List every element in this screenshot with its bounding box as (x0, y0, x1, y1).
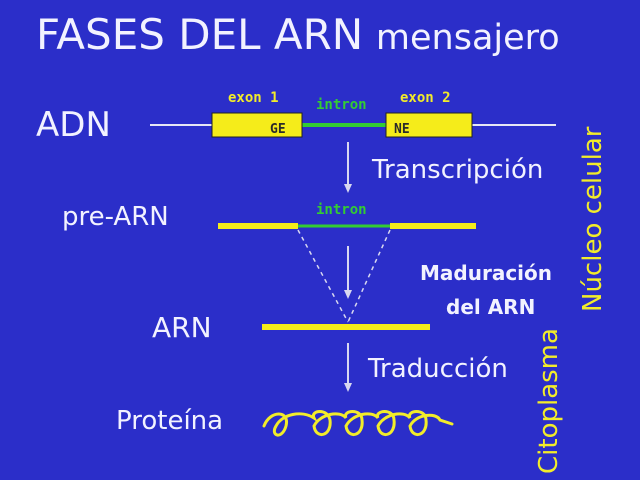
label-intron-dna: intron (316, 97, 367, 113)
maturation-arrow-head (344, 290, 352, 299)
splice-dash-right (347, 229, 391, 323)
label-exon1: exon 1 (228, 90, 279, 106)
exon2-box-text: NE (394, 122, 410, 137)
label-pre-arn: pre-ARN (62, 202, 169, 232)
label-intron-pre-arn: intron (316, 202, 367, 218)
label-transcripcion: Transcripción (372, 155, 544, 185)
label-citoplasma: Citoplasma (534, 328, 564, 474)
label-proteina: Proteína (116, 406, 224, 436)
label-maduracion-line1: Maduración (420, 261, 553, 285)
transcription-arrow-head (344, 184, 352, 193)
translation-arrow-head (344, 383, 352, 392)
title-suffix: mensajero (375, 18, 560, 58)
exon1-box (211, 112, 303, 138)
exon2-box (385, 112, 473, 138)
splice-dash-left (297, 229, 349, 323)
label-adn: ADN (36, 105, 111, 145)
label-exon2: exon 2 (400, 90, 451, 106)
label-maduracion-line2: del ARN (446, 295, 536, 319)
label-nucleo-celular: Núcleo celular (578, 126, 608, 312)
label-arn: ARN (152, 311, 212, 344)
exon1-box-text: GE (270, 122, 286, 137)
label-traduccion: Traducción (368, 354, 508, 384)
title-main: FASES DEL ARN (36, 10, 364, 59)
page-title: FASES DEL ARN mensajero (36, 14, 560, 56)
protein-helix (262, 410, 454, 437)
